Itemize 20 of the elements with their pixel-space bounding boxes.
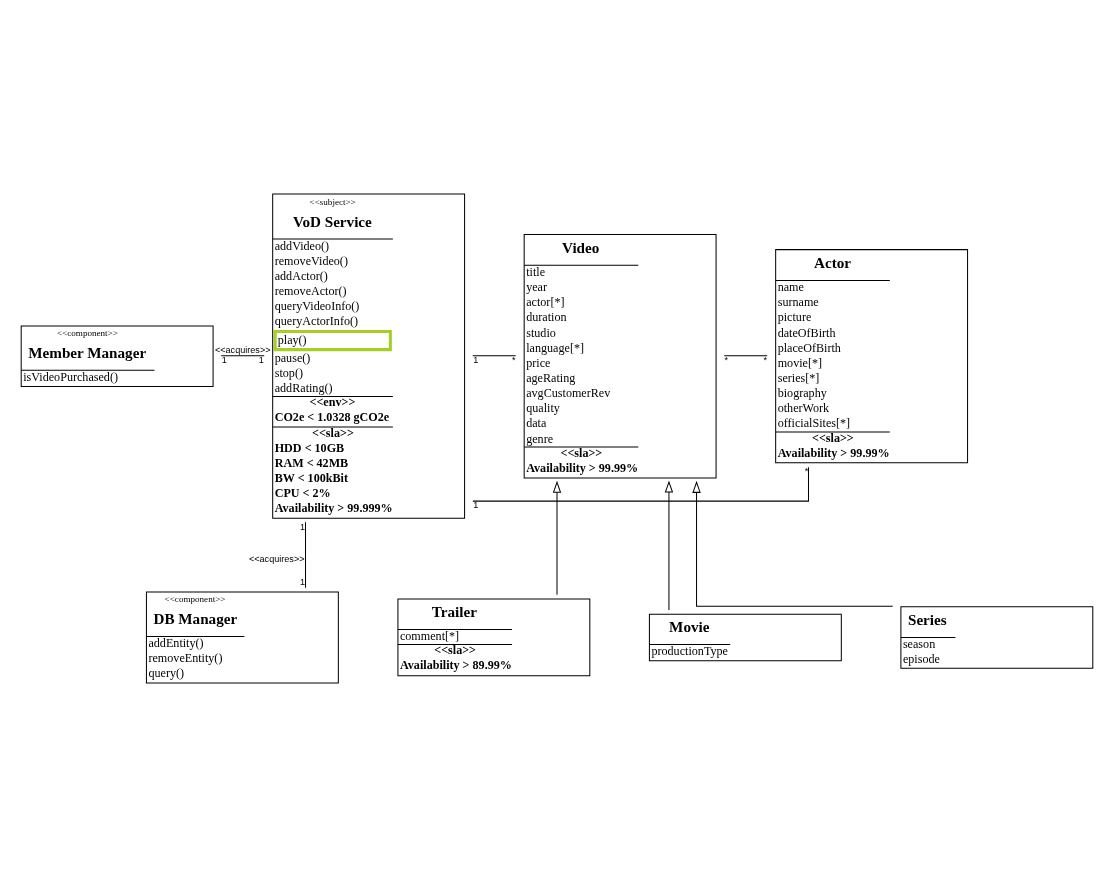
- connector: [723, 355, 768, 357]
- label: 1: [473, 354, 479, 365]
- label: 1: [473, 500, 479, 511]
- arrow: [692, 480, 894, 607]
- arrow: [552, 480, 562, 596]
- label: *: [763, 354, 767, 365]
- connector: [472, 466, 809, 502]
- label: 1: [299, 521, 306, 532]
- label: *: [511, 354, 516, 365]
- connector: [472, 355, 517, 357]
- label: 1: [299, 577, 306, 587]
- label: *: [804, 466, 809, 477]
- edge-label: <<acquires>>: [214, 344, 271, 355]
- label: 1: [221, 354, 227, 365]
- connector: [305, 521, 306, 589]
- arrow: [664, 480, 674, 611]
- connector: [220, 355, 265, 357]
- label: 1: [258, 354, 264, 365]
- label: *: [724, 354, 729, 365]
- edge-label: <<acquires>>: [248, 554, 305, 565]
